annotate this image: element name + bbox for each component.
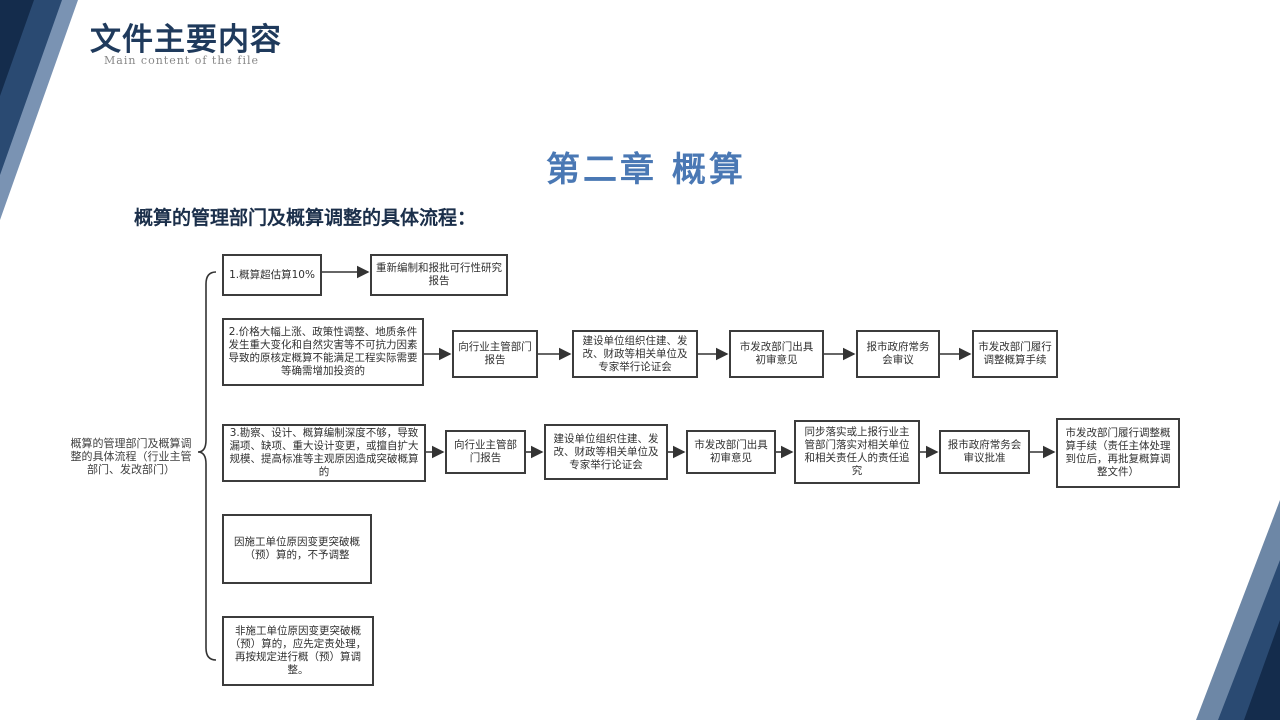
- branch2-condition: 2.价格大幅上涨、政策性调整、地质条件发生重大变化和自然灾害等不可抗力因素导致的…: [222, 318, 424, 386]
- branch3-step-3-text: 市发改部门出具初审意见: [694, 439, 768, 464]
- section-title: 概算的管理部门及概算调整的具体流程：: [134, 207, 477, 229]
- branch2-step-1: 向行业主管部门报告: [452, 330, 538, 378]
- branch1-step-1-text: 重新编制和报批可行性研究报告: [376, 262, 502, 287]
- branch3-step-3: 市发改部门出具初审意见: [686, 430, 776, 474]
- branch3-step-2-text: 建设单位组织住建、发改、财政等相关单位及专家举行论证会: [553, 432, 659, 471]
- branch3-step-2: 建设单位组织住建、发改、财政等相关单位及专家举行论证会: [544, 424, 668, 480]
- page-subtitle: Main content of the file: [104, 54, 260, 67]
- branch1-condition-text: 1.概算超估算10%: [229, 268, 315, 281]
- branch1-condition: 1.概算超估算10%: [222, 254, 322, 296]
- diagram-root-label: 概算的管理部门及概算调整的具体流程（行业主管部门、发改部门）: [70, 437, 192, 476]
- branch3-condition: 3.勘察、设计、概算编制深度不够，导致漏项、缺项、重大设计变更，或擅自扩大规模、…: [222, 424, 426, 482]
- branch3-step-5-text: 报市政府常务会审议批准: [947, 439, 1022, 464]
- branch2-step-4-text: 报市政府常务会审议: [866, 341, 930, 366]
- branch2-step-1-text: 向行业主管部门报告: [458, 341, 532, 366]
- branch2-step-2-text: 建设单位组织住建、发改、财政等相关单位及专家举行论证会: [582, 334, 688, 373]
- branch2-condition-text: 2.价格大幅上涨、政策性调整、地质条件发生重大变化和自然灾害等不可抗力因素导致的…: [228, 326, 418, 377]
- branch3-step-4-text: 同步落实或上报行业主管部门落实对相关单位和相关责任人的责任追究: [804, 426, 910, 477]
- branch5-condition-text: 非施工单位原因变更突破概（预）算的，应先定责处理，再按规定进行概（预）算调整。: [229, 625, 367, 676]
- branch2-step-5: 市发改部门履行调整概算手续: [972, 330, 1058, 378]
- branch5-condition: 非施工单位原因变更突破概（预）算的，应先定责处理，再按规定进行概（预）算调整。: [222, 616, 374, 686]
- branch3-step-6-text: 市发改部门履行调整概算手续（责任主体处理到位后，再批复概算调整文件）: [1065, 427, 1171, 478]
- branch2-step-3: 市发改部门出具初审意见: [729, 330, 824, 378]
- branch2-step-5-text: 市发改部门履行调整概算手续: [978, 341, 1052, 366]
- branch4-condition: 因施工单位原因变更突破概（预）算的，不予调整: [222, 514, 372, 584]
- branch3-step-1-text: 向行业主管部门报告: [454, 439, 517, 464]
- branch1-step-1: 重新编制和报批可行性研究报告: [370, 254, 508, 296]
- branch2-step-3-text: 市发改部门出具初审意见: [739, 341, 814, 366]
- page-title: 文件主要内容: [90, 22, 282, 58]
- chapter-title: 第二章 概算: [546, 150, 746, 190]
- branch3-step-4: 同步落实或上报行业主管部门落实对相关单位和相关责任人的责任追究: [794, 420, 920, 484]
- branch3-step-1: 向行业主管部门报告: [445, 430, 526, 474]
- branch3-step-5: 报市政府常务会审议批准: [939, 430, 1030, 474]
- branch2-step-4: 报市政府常务会审议: [856, 330, 940, 378]
- branch4-condition-text: 因施工单位原因变更突破概（预）算的，不予调整: [234, 536, 360, 561]
- branch3-step-6: 市发改部门履行调整概算手续（责任主体处理到位后，再批复概算调整文件）: [1056, 418, 1180, 488]
- branch2-step-2: 建设单位组织住建、发改、财政等相关单位及专家举行论证会: [572, 330, 698, 378]
- branch3-condition-text: 3.勘察、设计、概算编制深度不够，导致漏项、缺项、重大设计变更，或擅自扩大规模、…: [229, 427, 419, 478]
